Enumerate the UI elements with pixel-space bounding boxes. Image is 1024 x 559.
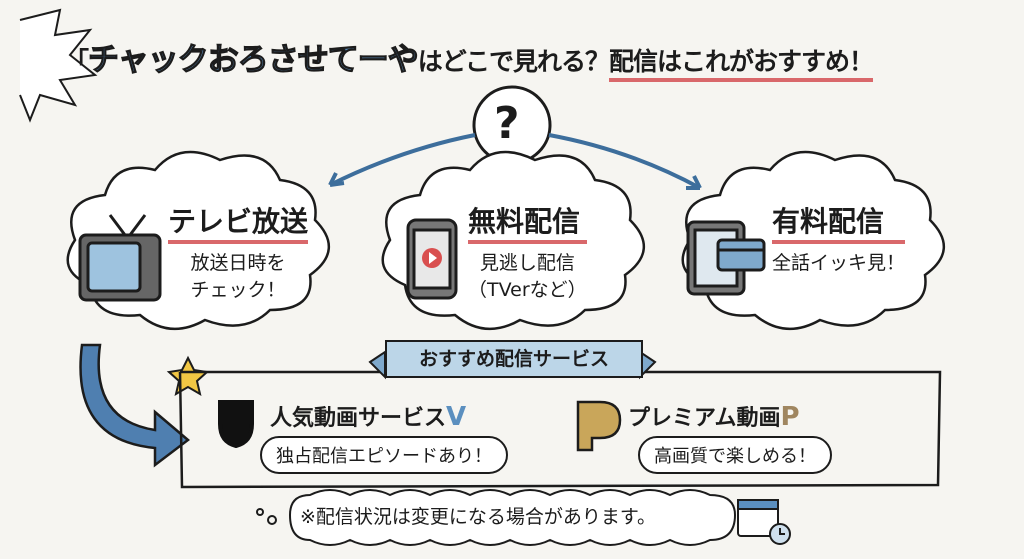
curved-arrow-icon (79, 343, 190, 468)
note-cloud (288, 489, 737, 546)
question-mark-icon: ? (494, 98, 520, 149)
shield-logo-icon (218, 400, 254, 449)
service-p[interactable]: プレミアム動画P 高画質で楽しめる！ (628, 400, 832, 474)
show-name: チャックおろさせてーや (87, 41, 419, 78)
service-p-bubble: 高画質で楽しめる！ (638, 436, 832, 474)
star-icon (166, 355, 210, 397)
v-logo-icon: V (446, 402, 467, 432)
service-v-bubble: 独占配信エピソードあり！ (260, 436, 508, 474)
recommend-banner: おすすめ配信サービス (385, 340, 643, 378)
p-letter-icon: P (780, 402, 800, 432)
page-title: 「チャックおろさせてーやはどこで見れる？配信はこれがおすすめ！ (64, 34, 994, 82)
tv-icon (78, 214, 162, 302)
tablet-credit-card-icon (686, 220, 766, 296)
option-free-streaming: 無料配信 見逃し配信（TVerなど） (468, 200, 587, 304)
smartphone-play-icon (406, 218, 458, 300)
calendar-clock-icon (737, 499, 791, 545)
service-v[interactable]: 人気動画サービスV 独占配信エピソードあり！ (260, 400, 508, 474)
recommend-box (178, 370, 942, 489)
burst-decoration (19, 8, 98, 123)
option-paid-streaming: 有料配信 全話イッキ見！ (772, 200, 906, 277)
p-logo-icon (576, 400, 622, 452)
title-highlight: 配信はこれがおすすめ！ (608, 47, 874, 82)
option-tv: テレビ放送 放送日時をチェック！ (168, 200, 309, 304)
availability-note: ※配信状況は変更になる場合があります。 (300, 506, 657, 528)
